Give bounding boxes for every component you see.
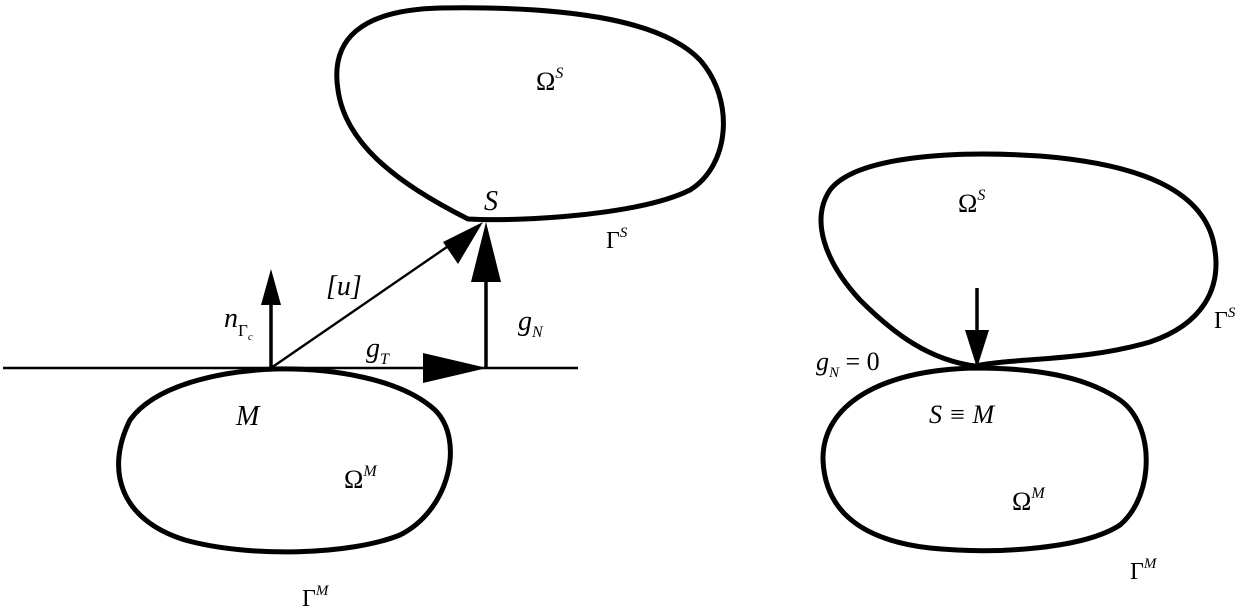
gap-zero-label: gN = 0 [816, 347, 880, 381]
left-omega-m-label: ΩM [344, 463, 378, 494]
right-figure: ΩS ΓS gN = 0 S ≡ M ΩM ΓM [816, 151, 1236, 585]
right-omega-m-label: ΩM [1012, 485, 1046, 516]
tangential-gap-label: gT [366, 333, 390, 368]
jump-vector-arrowhead [443, 222, 483, 264]
jump-label: [u] [326, 271, 362, 302]
right-omega-s-label: ΩS [958, 187, 985, 218]
right-gamma-s-label: ΓS [1214, 305, 1236, 334]
left-point-s-label: S [484, 186, 498, 217]
normal-gap-arrowhead [471, 222, 501, 282]
left-slave-body [334, 5, 726, 223]
left-gamma-m-label: ΓM [302, 583, 330, 612]
left-figure: ΩS S ΓS [u] nΓc gT gN M ΩM ΓM [3, 5, 726, 612]
coincide-label: S ≡ M [929, 400, 996, 429]
right-gamma-m-label: ΓM [1130, 556, 1158, 585]
contact-arrow-arrowhead [965, 330, 989, 368]
right-master-body [820, 365, 1149, 554]
right-slave-body [818, 151, 1219, 369]
normal-vector-arrowhead [261, 269, 281, 305]
tangential-gap-arrowhead [423, 353, 487, 383]
left-omega-s-label: ΩS [536, 65, 563, 96]
left-master-body [116, 366, 453, 555]
left-point-m-label: M [235, 401, 261, 432]
jump-vector-shaft [270, 237, 461, 369]
left-gamma-s-label: ΓS [606, 225, 628, 254]
normal-vector-label: nΓc [224, 303, 253, 343]
normal-gap-label: gN [518, 306, 544, 341]
